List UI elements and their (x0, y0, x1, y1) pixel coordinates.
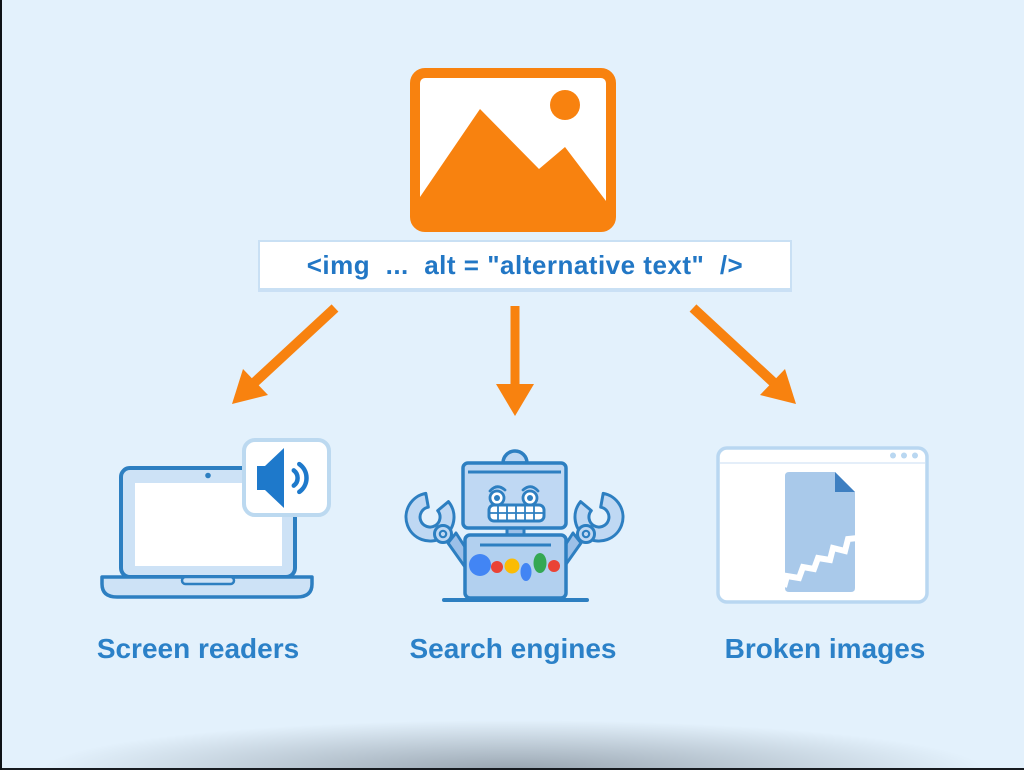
teeth-mouth (487, 503, 546, 523)
bottom-edge-line (2, 768, 1024, 770)
screen-readers-label: Screen readers (96, 633, 300, 664)
robot-body (463, 533, 568, 600)
search-engines-label: Search engines (409, 633, 617, 664)
speaker-badge (242, 438, 331, 517)
arrow-down-left-icon (232, 304, 339, 404)
robot-right-arm (562, 491, 625, 569)
google-color-dots (469, 553, 560, 581)
broken-images-label: Broken images (724, 633, 926, 664)
left-eyebrow (488, 485, 507, 493)
search-robot-icon (404, 449, 625, 602)
tear-zigzag (781, 535, 859, 588)
laptop-with-speaker-icon (100, 438, 331, 599)
folded-corner (835, 472, 855, 492)
broken-file-shape (781, 472, 859, 592)
webcam-dot (205, 472, 211, 479)
bottom-shadow (2, 706, 1024, 770)
img-alt-code-snippet: <img ... alt = "alternative text" /> (258, 240, 792, 290)
sun-shape (550, 90, 580, 120)
code-text: <img ... alt = "alternative text" /> (306, 249, 744, 280)
flow-arrows (232, 304, 796, 416)
robot-left-arm (404, 491, 467, 569)
window-dots (890, 452, 918, 459)
robot-head (461, 449, 568, 530)
arrow-down-right-icon (689, 304, 796, 404)
right-eyebrow (521, 485, 540, 493)
speaker-icon (257, 448, 309, 508)
broken-image-in-browser-icon (716, 446, 929, 604)
image-placeholder-icon (410, 68, 616, 232)
arrow-down-icon (496, 306, 534, 416)
mountains-shape (420, 109, 606, 222)
